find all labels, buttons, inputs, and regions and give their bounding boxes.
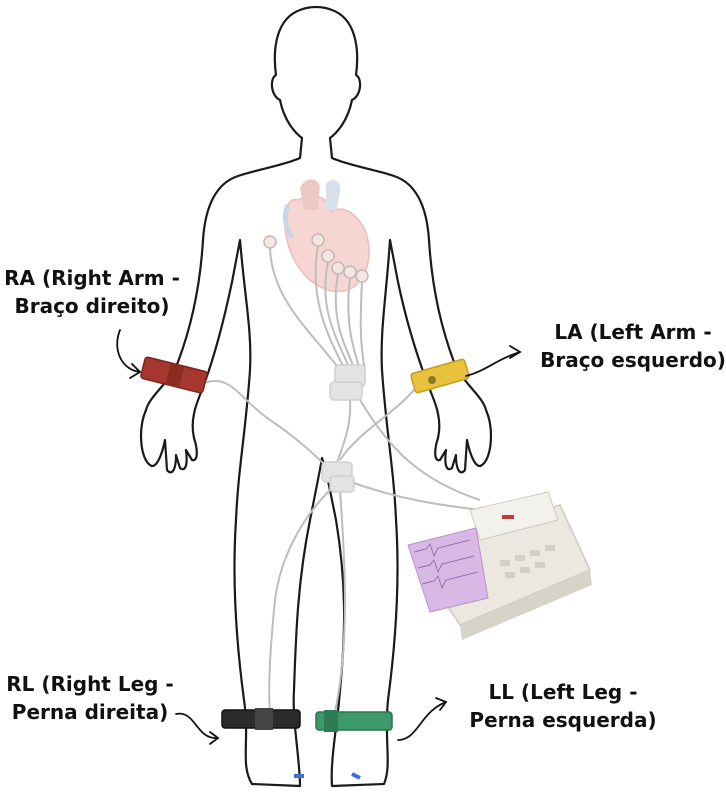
label-right-leg: RL (Right Leg - Perna direita) (2, 670, 178, 726)
cable-connector (322, 365, 365, 492)
label-left-arm-line1: LA (Left Arm - (540, 318, 726, 346)
arrow-ll (398, 702, 446, 740)
chest-electrode-v3 (322, 250, 334, 262)
label-right-arm-line1: RA (Right Arm - (4, 264, 180, 292)
arrow-rl (176, 714, 218, 738)
label-left-leg-line2: Perna esquerda) (468, 706, 658, 734)
arrow-la (466, 352, 520, 376)
label-left-arm: LA (Left Arm - Braço esquerdo) (540, 318, 726, 374)
label-left-leg: LL (Left Leg - Perna esquerda) (468, 678, 658, 734)
chest-electrode-v4 (332, 262, 344, 274)
label-right-leg-line1: RL (Right Leg - (2, 670, 178, 698)
label-right-leg-line2: Perna direita) (2, 698, 178, 726)
electrode-ll (316, 710, 392, 732)
arrow-ra (117, 330, 140, 372)
label-left-leg-line1: LL (Left Leg - (468, 678, 658, 706)
chest-electrode-v2 (312, 234, 324, 246)
label-right-arm-line2: Braço direito) (4, 292, 180, 320)
ecg-paper (408, 528, 488, 612)
left-foot-mark (352, 774, 360, 778)
electrode-ra (140, 357, 207, 394)
chest-electrode-v6 (356, 270, 368, 282)
electrode-rl (222, 708, 300, 730)
electrode-la (410, 359, 469, 394)
ecg-machine (408, 492, 592, 640)
human-body-outline (141, 7, 491, 786)
label-right-arm: RA (Right Arm - Braço direito) (4, 264, 180, 320)
label-left-arm-line2: Braço esquerdo) (540, 346, 726, 374)
chest-electrode-v5 (344, 266, 356, 278)
chest-electrode-v1 (264, 236, 276, 248)
